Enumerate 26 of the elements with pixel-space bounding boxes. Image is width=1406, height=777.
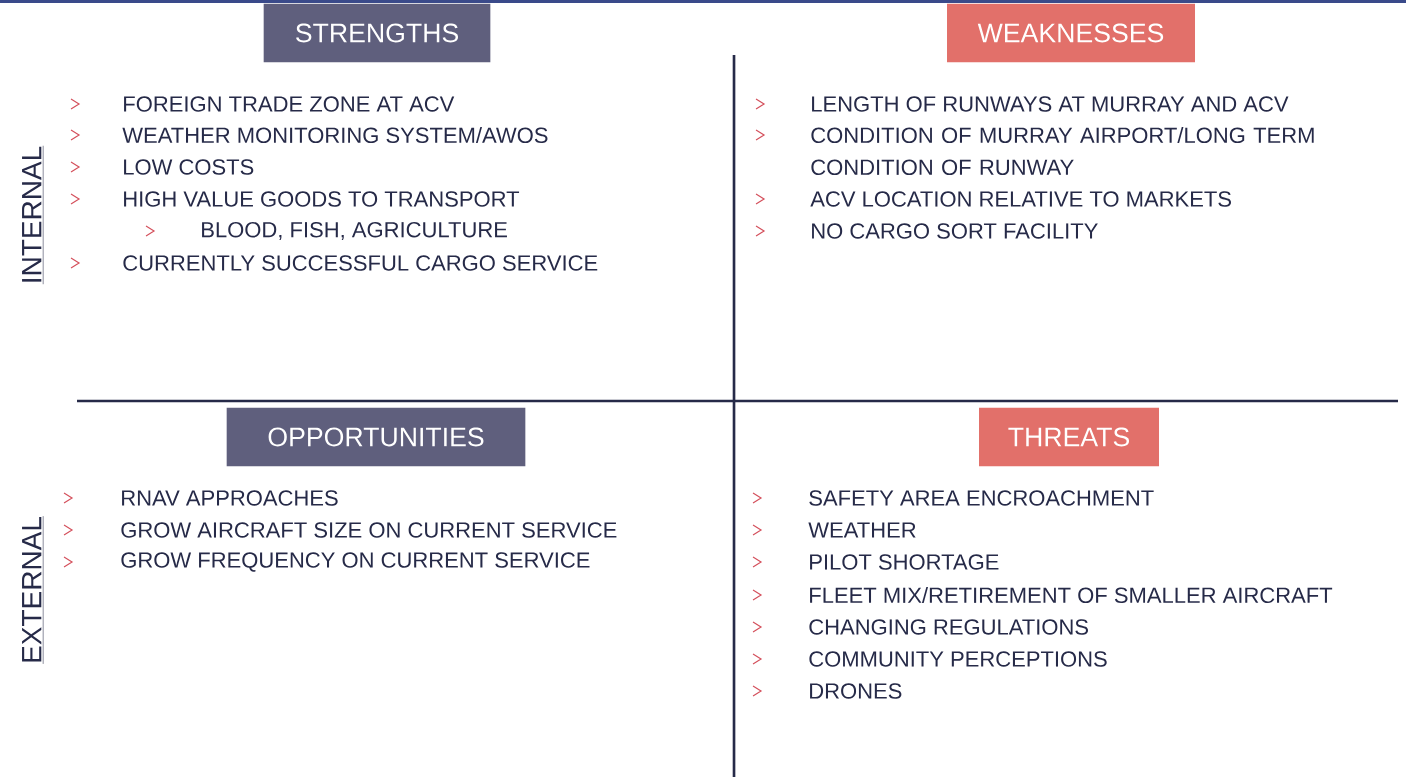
list-item: FLEET MIX/RETIREMENT OF SMALLER AIRCRAFT — [810, 586, 1333, 604]
list-item: ACV LOCATION RELATIVE TO MARKETS — [810, 191, 1231, 207]
list-item: DRONES — [810, 683, 902, 699]
list-item: COMMUNITY PERCEPTIONS — [809, 651, 1107, 667]
side-label: INTERNAL — [22, 145, 44, 285]
heading-box: OPPORTUNITIES — [226, 407, 526, 467]
list-item: FOREIGN TRADE ZONE AT ACV — [124, 96, 455, 112]
list-item: RNAV APPROACHES — [122, 490, 338, 506]
list-item: PILOT SHORTAGE — [810, 554, 999, 570]
side-label: EXTERNAL — [22, 515, 44, 665]
heading-box: STRENGTHS — [263, 3, 491, 63]
list-item: WEATHER MONITORING SYSTEM/AWOS — [122, 126, 548, 144]
list-item: SAFETY AREA ENCROACHMENT — [809, 490, 1154, 506]
list-item: GROW FREQUENCY ON CURRENT SERVICE — [121, 552, 590, 572]
list-item: BLOOD, FISH, AGRICULTURE — [202, 221, 507, 241]
list-item: WEATHER — [808, 522, 916, 538]
list-item: HIGH VALUE GOODS TO TRANSPORT — [124, 191, 520, 207]
list-item: CHANGING REGULATIONS — [809, 619, 1088, 635]
list-item: LENGTH OF RUNWAYS AT MURRAY AND ACV — [812, 96, 1289, 112]
list-item: GROW AIRCRAFT SIZE ON CURRENT SERVICE — [121, 522, 617, 538]
list-item: CONDITION OF MURRAY AIRPORT/LONG TERM CONDITION OF RUNWAY — [811, 126, 1314, 176]
heading-box: THREATS — [979, 407, 1159, 467]
heading-box: WEAKNESSES — [947, 3, 1195, 63]
list-item: NO CARGO SORT FACILITY — [812, 223, 1098, 239]
list-item: LOW COSTS — [124, 159, 254, 175]
list-item: CURRENTLY SUCCESSFUL CARGO SERVICE — [123, 255, 598, 271]
